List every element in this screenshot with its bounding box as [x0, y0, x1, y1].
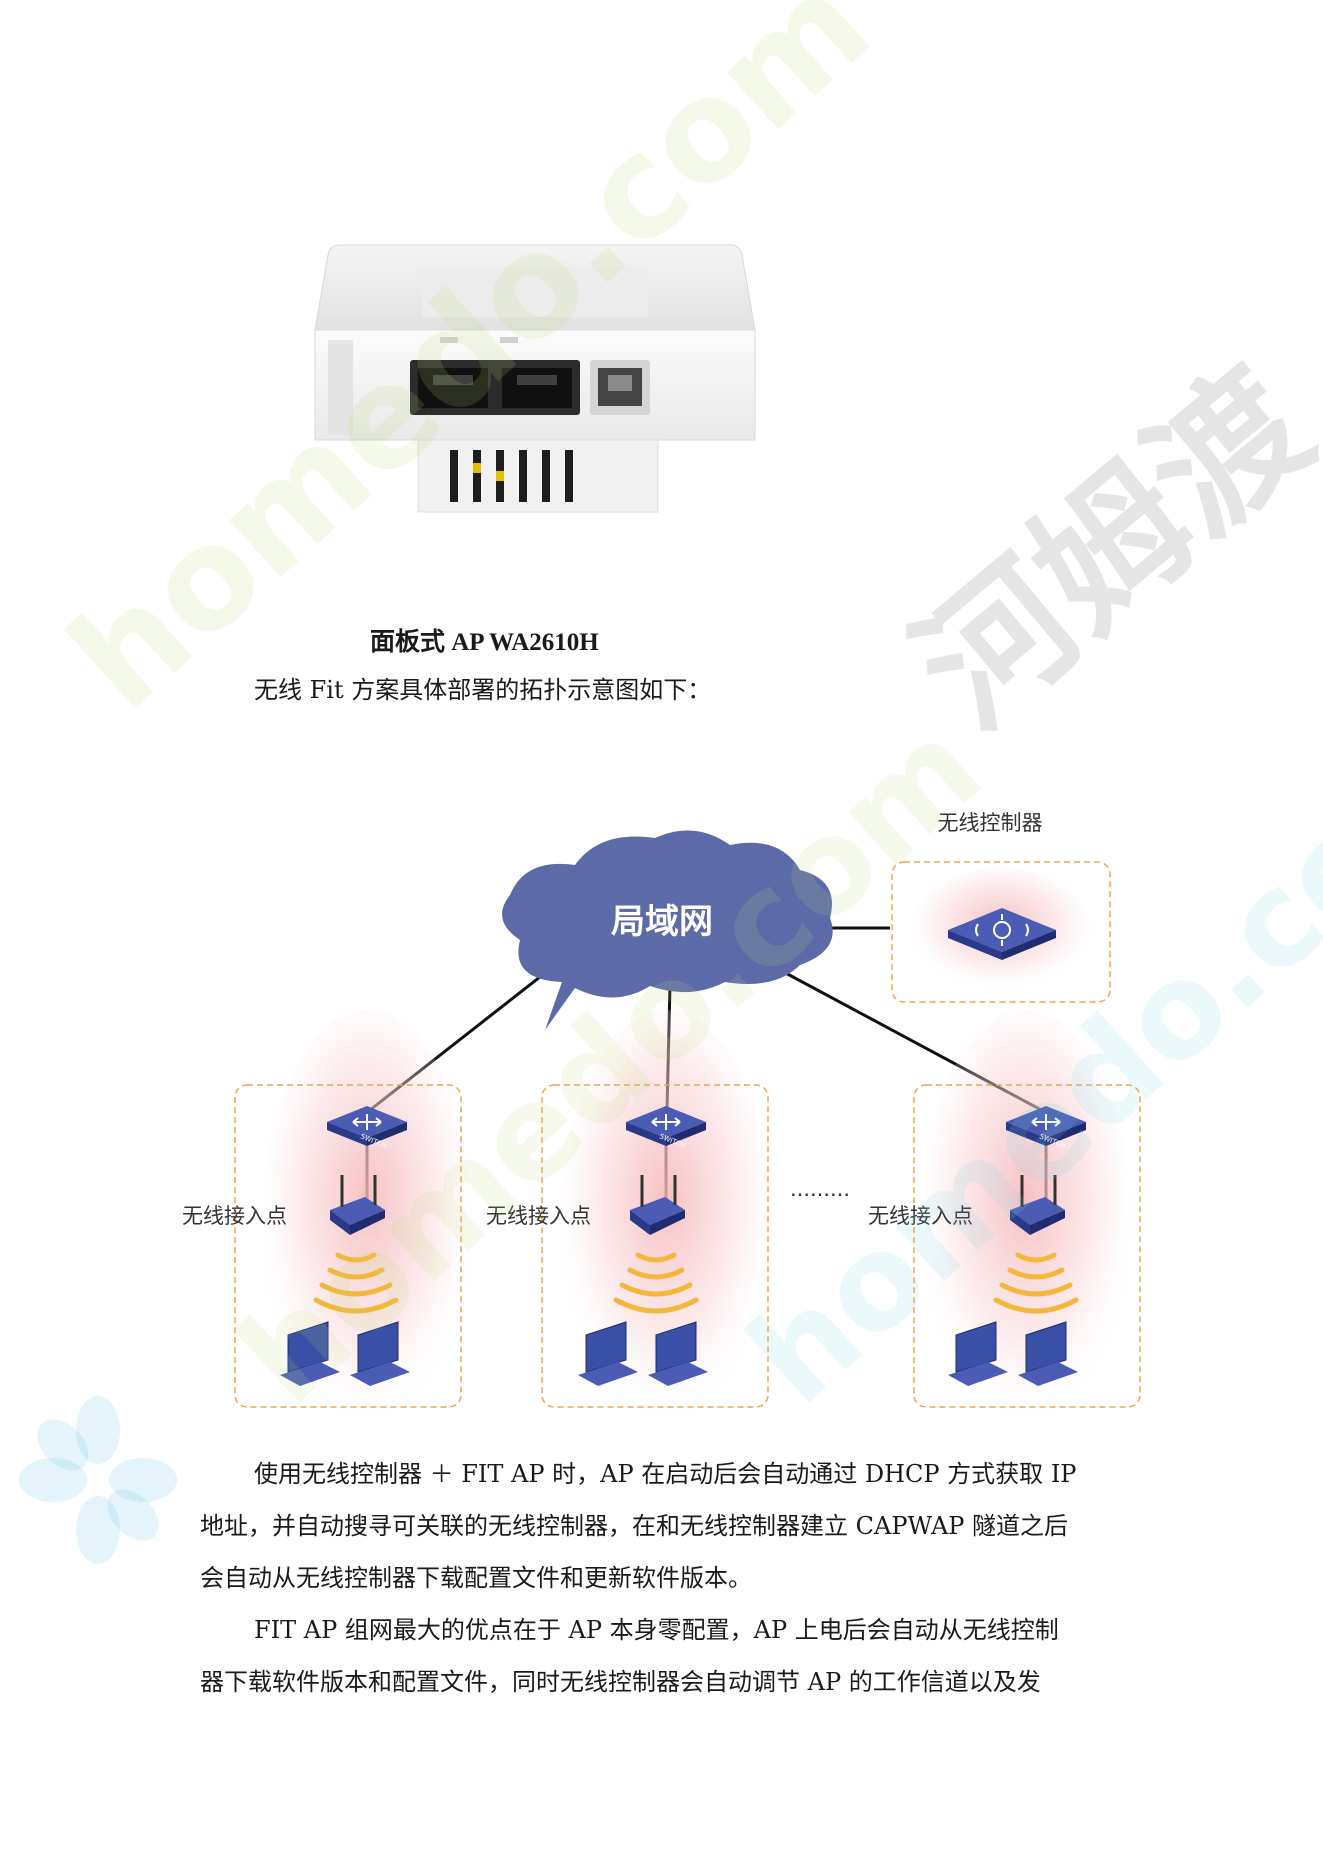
controller-icon — [948, 908, 1056, 960]
laptop-icon — [648, 1321, 708, 1386]
watermark-brand: 河姆渡 — [885, 337, 1323, 761]
ellipsis: ……… — [790, 1177, 850, 1201]
signal-icon — [613, 1252, 699, 1314]
intro-line: 无线 Fit 方案具体部署的拓扑示意图如下： — [254, 676, 712, 704]
ap-label: 无线接入点 — [182, 1204, 287, 1228]
paragraph-line: FIT AP 组网最大的优点在于 AP 本身零配置，AP 上电后会自动从无线控制 — [254, 1616, 1059, 1644]
access-point-icon — [1010, 1175, 1065, 1235]
laptop-icon — [578, 1321, 638, 1386]
ap-label: 无线接入点 — [486, 1204, 591, 1228]
laptop-icon — [350, 1321, 410, 1386]
paragraph-line: 器下载软件版本和配置文件，同时无线控制器会自动调节 AP 的工作信道以及发 — [200, 1668, 1041, 1696]
watermark-flower-icon — [19, 1396, 177, 1564]
laptop-icon — [948, 1321, 1008, 1386]
switch-icon — [327, 1106, 407, 1146]
product-photo — [314, 244, 756, 513]
ap-label: 无线接入点 — [868, 1204, 973, 1228]
signal-icon — [313, 1252, 399, 1314]
laptop-icon — [1018, 1321, 1078, 1386]
paragraph-line: 使用无线控制器 ＋ FIT AP 时，AP 在启动后会自动通过 DHCP 方式获… — [254, 1460, 1077, 1488]
laptop-icon — [280, 1321, 340, 1386]
paragraph-line: 会自动从无线控制器下载配置文件和更新软件版本。 — [200, 1564, 752, 1592]
switch-icon — [1006, 1106, 1086, 1146]
controller-box — [891, 861, 1111, 1003]
controller-label: 无线控制器 — [938, 811, 1043, 835]
switch-icon — [626, 1106, 706, 1146]
signal-icon — [993, 1252, 1079, 1314]
topology-diagram: 局域网 无线控制器 SWITCH SW — [182, 811, 1141, 1430]
access-point-icon — [630, 1175, 685, 1235]
figure-caption: 面板式 AP WA2610H — [370, 629, 599, 656]
lan-cloud — [502, 830, 833, 1030]
cloud-label: 局域网 — [611, 902, 713, 942]
access-point-icon — [330, 1175, 385, 1235]
paragraph-line: 地址，并自动搜寻可关联的无线控制器，在和无线控制器建立 CAPWAP 隧道之后 — [200, 1512, 1069, 1540]
